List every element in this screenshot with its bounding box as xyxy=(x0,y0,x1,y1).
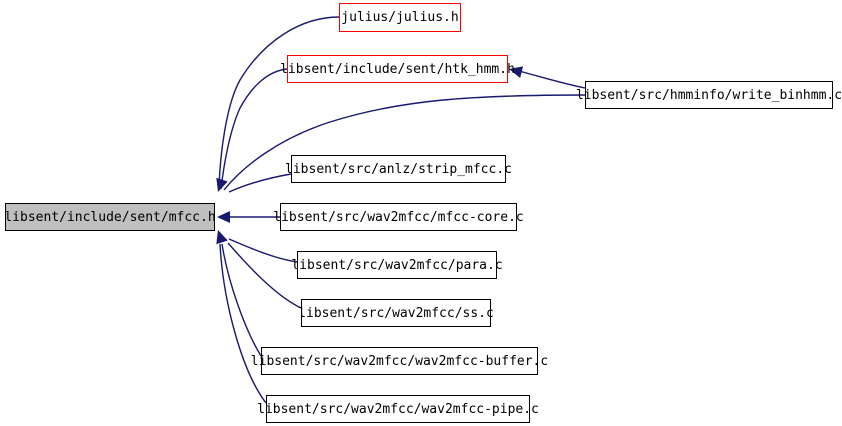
arrow-middle-icon xyxy=(217,211,230,223)
graph-node-label: libsent/include/sent/htk_hmm.h xyxy=(280,61,515,77)
edge-ss-to-mfcc xyxy=(227,242,302,309)
arrow-htk-hmm-icon xyxy=(509,66,524,78)
edge-write_binhmm-to-mfcc xyxy=(223,94,586,191)
edge-write_binhmm-to-htk_hmm xyxy=(514,69,586,89)
edge-htk_hmm-to-mfcc xyxy=(220,68,288,190)
graph-node-wav2mfcc_buffer[interactable]: libsent/src/wav2mfcc/wav2mfcc-buffer.c xyxy=(251,347,548,375)
edge-julius-to-mfcc xyxy=(218,16,340,189)
graph-node-label: libsent/src/wav2mfcc/wav2mfcc-pipe.c xyxy=(257,401,539,417)
edges-group xyxy=(218,16,586,404)
graph-node-ss[interactable]: libsent/src/wav2mfcc/ss.c xyxy=(298,299,494,327)
graph-node-label: julius/julius.h xyxy=(341,10,459,25)
graph-node-label: libsent/src/wav2mfcc/para.c xyxy=(291,257,503,273)
graph-node-label: libsent/src/wav2mfcc/wav2mfcc-buffer.c xyxy=(250,353,549,369)
graph-node-htk_hmm[interactable]: libsent/include/sent/htk_hmm.h xyxy=(280,55,515,83)
graph-node-label: libsent/src/hmminfo/write_binhmm.c xyxy=(575,87,842,103)
edge-wav2mfcc_buffer-to-mfcc xyxy=(221,243,262,357)
graph-node-julius[interactable]: julius/julius.h xyxy=(339,3,461,32)
edge-para-to-mfcc xyxy=(228,238,298,263)
graph-node-label: libsent/src/anlz/strip_mfcc.c xyxy=(285,161,512,177)
arrowheads-group xyxy=(216,66,524,245)
graph-node-para[interactable]: libsent/src/wav2mfcc/para.c xyxy=(291,251,503,279)
graph-node-label: libsent/src/wav2mfcc/mfcc-core.c xyxy=(273,209,524,225)
graph-node-strip_mfcc[interactable]: libsent/src/anlz/strip_mfcc.c xyxy=(285,155,512,183)
graph-node-write_binhmm[interactable]: libsent/src/hmminfo/write_binhmm.c xyxy=(576,81,842,109)
graph-node-label: libsent/src/wav2mfcc/ss.c xyxy=(298,305,494,321)
arrow-top-group-icon xyxy=(216,177,228,192)
arrow-bottom-group-icon xyxy=(216,230,228,245)
edge-wav2mfcc_pipe-to-mfcc xyxy=(219,243,267,404)
edge-strip_mfcc-to-mfcc xyxy=(228,173,292,193)
graph-node-mfcc_core[interactable]: libsent/src/wav2mfcc/mfcc-core.c xyxy=(273,203,524,231)
graph-node-wav2mfcc_pipe[interactable]: libsent/src/wav2mfcc/wav2mfcc-pipe.c xyxy=(257,395,539,423)
graph-node-label: libsent/include/sent/mfcc.h xyxy=(4,209,216,225)
graph-node-mfcc: libsent/include/sent/mfcc.h xyxy=(4,203,216,231)
